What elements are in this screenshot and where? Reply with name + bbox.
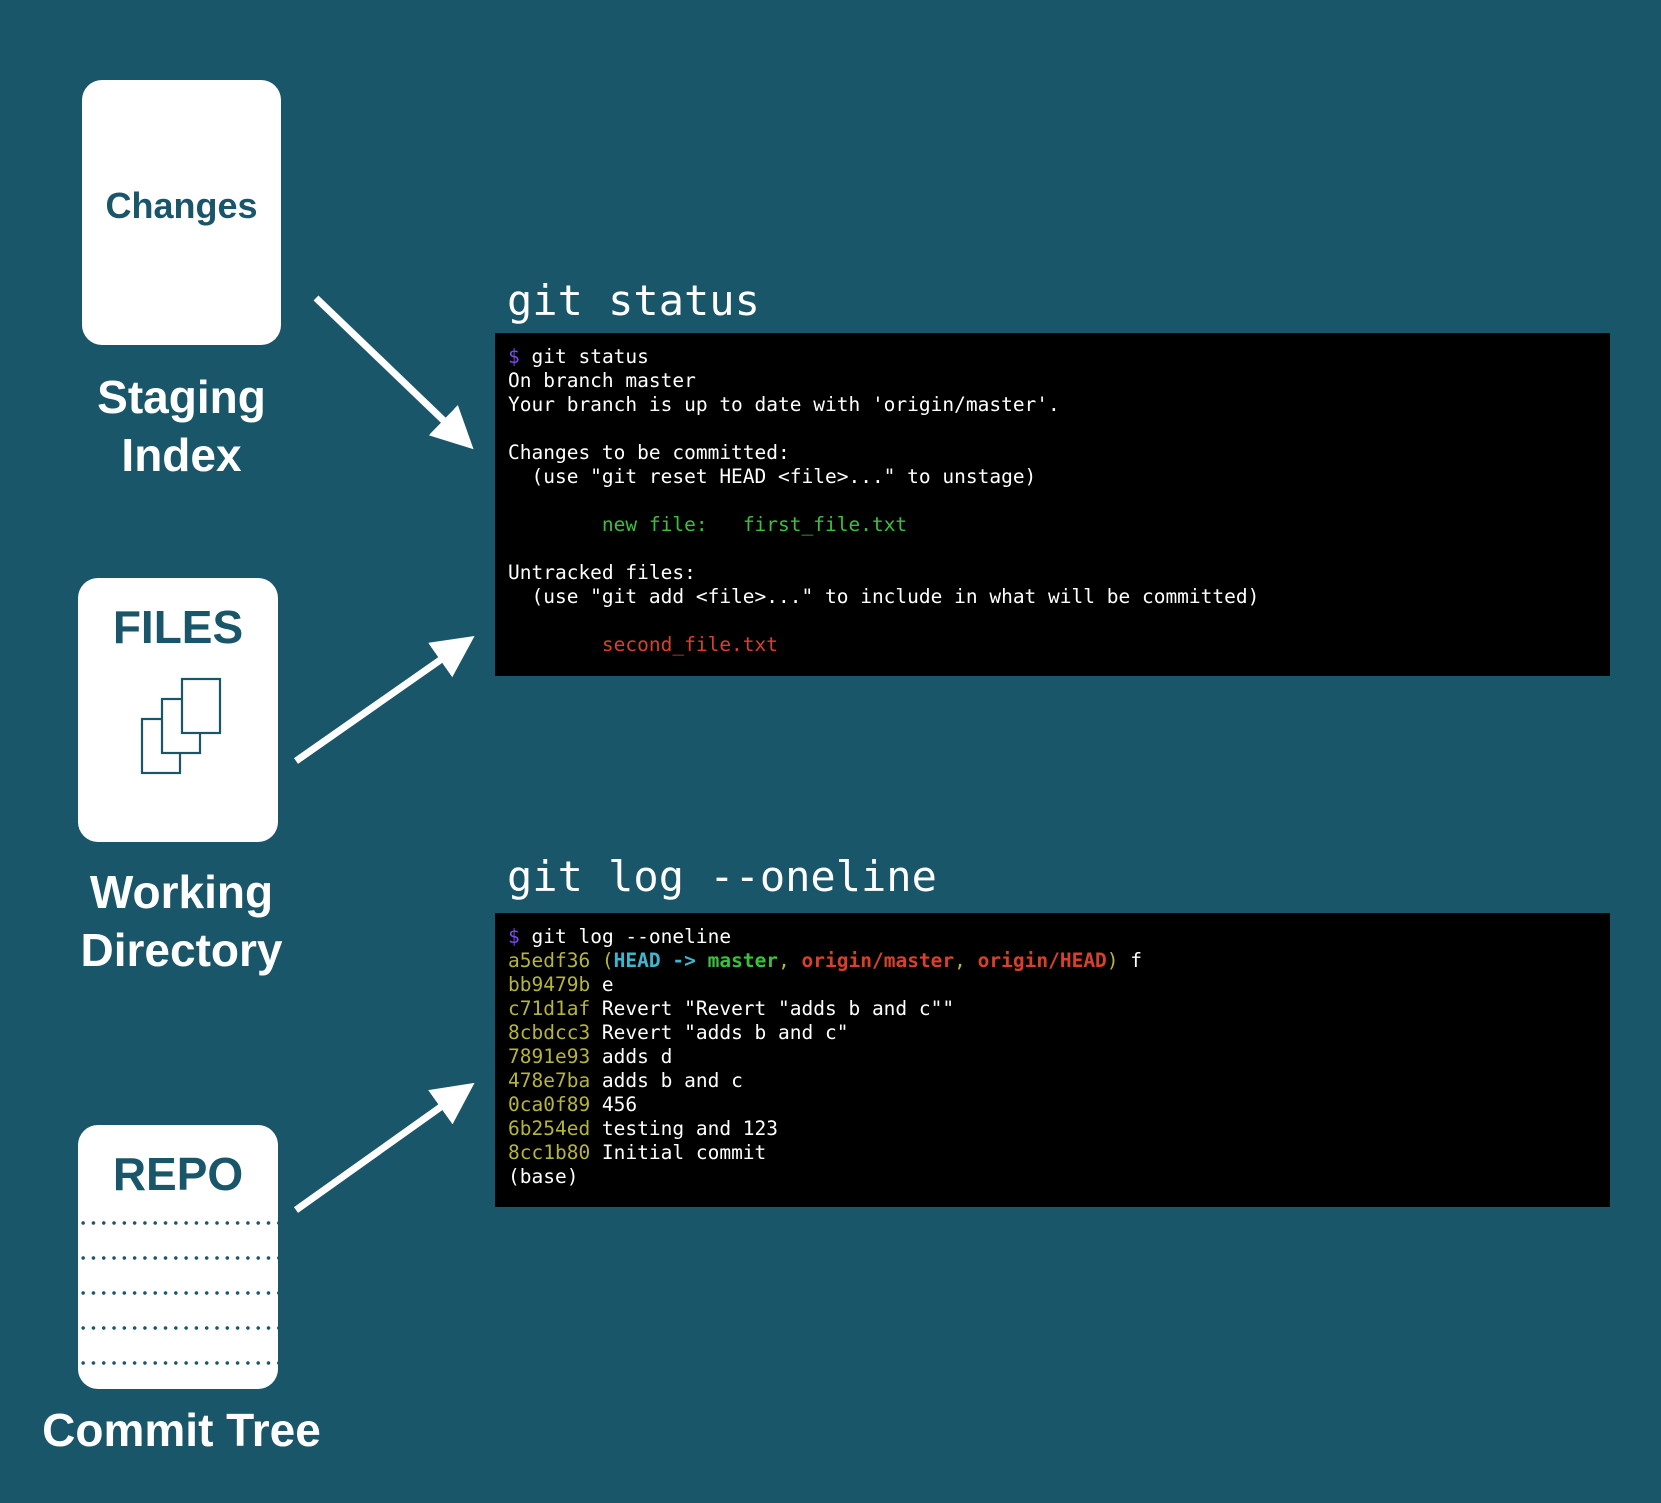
commit-message: adds d <box>590 1045 673 1068</box>
staged-file-line: new file: first_file.txt <box>508 513 1597 537</box>
dotted-line <box>78 1361 278 1365</box>
output-line: (use "git add <file>..." to include in w… <box>508 585 1260 608</box>
working-directory-caption: Working Directory <box>40 863 323 979</box>
commit-message: adds b and c <box>590 1069 743 1092</box>
separator: , <box>954 949 978 972</box>
head-ref: HEAD <box>613 949 661 972</box>
arrow-repo-to-log <box>293 1082 475 1213</box>
commit-message: 456 <box>590 1093 638 1116</box>
dotted-line <box>78 1256 278 1260</box>
paren: ) <box>1106 949 1119 972</box>
caption-line: Directory <box>80 924 283 976</box>
paren: ( <box>590 949 614 972</box>
command-line: $ git log --oneline <box>508 925 1597 949</box>
command-line: $ git status <box>508 345 1597 369</box>
blank-line <box>508 537 1597 561</box>
separator: , <box>778 949 802 972</box>
blank-line <box>508 417 1597 441</box>
git-log-terminal: $ git log --oneline a5edf36 (HEAD -> mas… <box>495 913 1610 1207</box>
files-card-label: FILES <box>112 601 244 653</box>
branch-ref: master <box>707 949 779 972</box>
staging-index-caption: Staging Index <box>40 368 323 484</box>
caption-line: Working <box>89 866 274 918</box>
commit-line: 8cbdcc3 Revert "adds b and c" <box>508 1021 1597 1045</box>
commit-message: Revert "Revert "adds b and c"" <box>590 997 955 1020</box>
commit-message: Initial commit <box>590 1141 767 1164</box>
output-line: Changes to be committed: <box>508 441 790 464</box>
caption-line: Index <box>121 429 242 481</box>
repo-card: REPO <box>78 1125 278 1389</box>
commit-hash: bb9479b <box>508 973 591 996</box>
prompt: $ <box>508 925 520 948</box>
ref-arrow: -> <box>660 949 708 972</box>
remote-ref: origin/HEAD <box>977 949 1107 972</box>
commit-hash: 8cbdcc3 <box>508 1021 591 1044</box>
commit-line: 0ca0f89 456 <box>508 1093 1597 1117</box>
commit-hash: a5edf36 <box>508 949 591 972</box>
staged-file-name: first_file.txt <box>742 513 908 536</box>
command: git status <box>531 345 649 368</box>
repo-card-label: REPO <box>112 1148 244 1200</box>
dotted-line <box>78 1326 278 1330</box>
commit-hash: 7891e93 <box>508 1045 591 1068</box>
caption-line: Staging <box>97 371 266 423</box>
files-stack-icon <box>140 677 222 775</box>
commit-line: 8cc1b80 Initial commit <box>508 1141 1597 1165</box>
blank-line <box>508 609 1597 633</box>
git-status-terminal: $ git status On branch master Your branc… <box>495 333 1610 676</box>
commit-tree-caption: Commit Tree <box>42 1404 321 1456</box>
arrow-working-to-status <box>293 635 475 764</box>
commit-message: Revert "adds b and c" <box>590 1021 849 1044</box>
commit-line: bb9479b e <box>508 973 1597 997</box>
commit-message: f <box>1118 949 1143 972</box>
output-line: (base) <box>508 1165 579 1188</box>
commit-message: testing and 123 <box>590 1117 779 1140</box>
prompt: $ <box>508 345 520 368</box>
git-log-heading: git log --oneline <box>507 852 937 901</box>
command: git log --oneline <box>531 925 732 948</box>
head-commit-line: a5edf36 (HEAD -> master, origin/master, … <box>508 949 1597 973</box>
output-line: Your branch is up to date with 'origin/m… <box>508 393 1060 416</box>
dotted-line <box>78 1291 278 1295</box>
arrow-staging-to-status <box>313 295 474 450</box>
new-file-label: new file: <box>508 513 743 536</box>
commit-line: 6b254ed testing and 123 <box>508 1117 1597 1141</box>
output-line: On branch master <box>508 369 696 392</box>
commit-line: 478e7ba adds b and c <box>508 1069 1597 1093</box>
output-line: (use "git reset HEAD <file>..." to unsta… <box>508 465 1037 488</box>
output-line: Untracked files: <box>508 561 696 584</box>
commit-line: 7891e93 adds d <box>508 1045 1597 1069</box>
commit-hash: 6b254ed <box>508 1117 591 1140</box>
commit-hash: 478e7ba <box>508 1069 591 1092</box>
commit-hash: c71d1af <box>508 997 591 1020</box>
untracked-file-line: second_file.txt <box>508 633 779 656</box>
blank-line <box>508 489 1597 513</box>
commit-message: e <box>590 973 614 996</box>
dotted-line <box>78 1221 278 1225</box>
staging-card-label: Changes <box>105 185 258 226</box>
working-directory-card: FILES <box>78 578 278 842</box>
remote-ref: origin/master <box>801 949 955 972</box>
commit-line: c71d1af Revert "Revert "adds b and c"" <box>508 997 1597 1021</box>
commit-hash: 0ca0f89 <box>508 1093 591 1116</box>
git-status-heading: git status <box>507 276 760 325</box>
staging-index-card: Changes <box>82 80 281 345</box>
commit-hash: 8cc1b80 <box>508 1141 591 1164</box>
